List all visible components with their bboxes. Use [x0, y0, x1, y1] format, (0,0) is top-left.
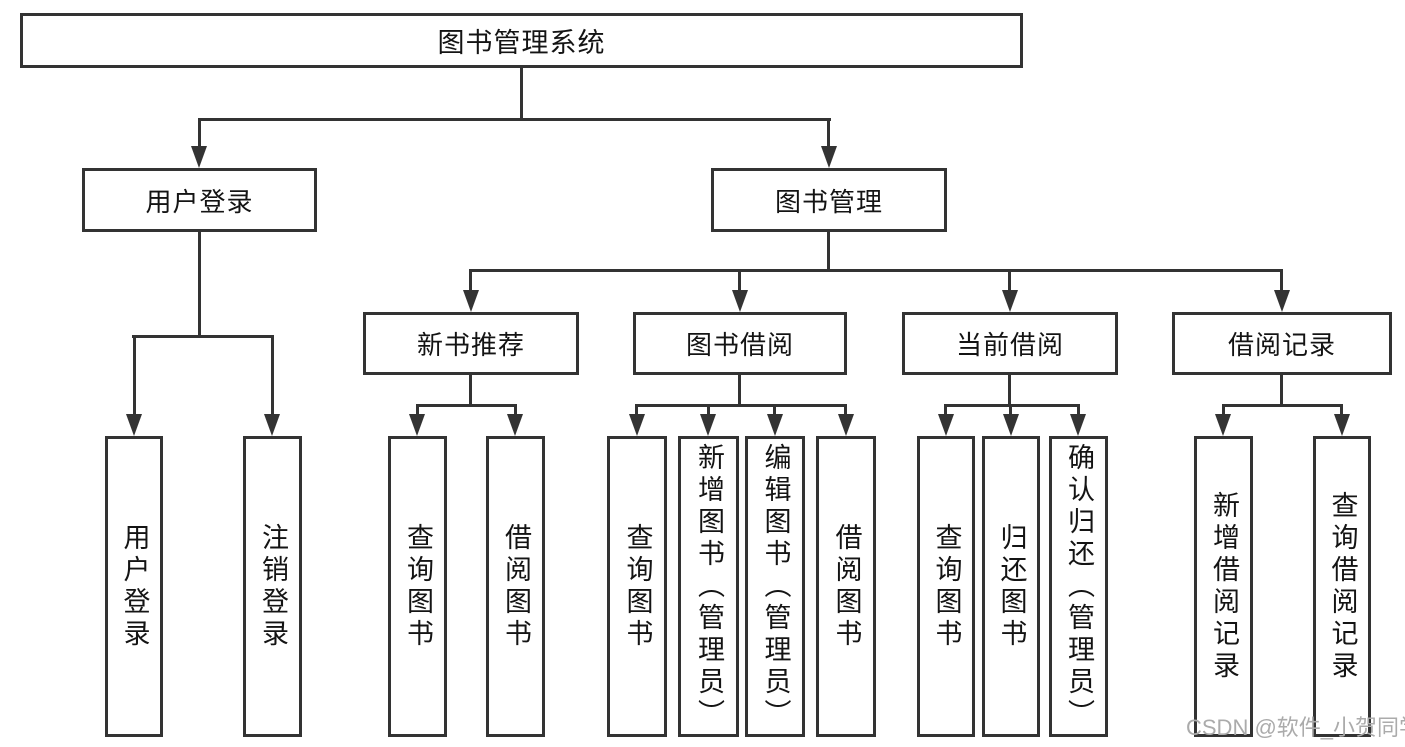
connector-line: [416, 404, 419, 418]
connector-line: [198, 118, 831, 121]
connector-line: [1222, 404, 1342, 407]
csdn-watermark: CSDN @软件_小贺同学: [1186, 715, 1405, 740]
arrow-down-icon: [1070, 414, 1086, 436]
leaf-newbooks-query-books: 查询图书: [388, 436, 447, 737]
leaf-current-confirm-return-admin: 确认归还（管理员）: [1049, 436, 1108, 737]
node-user-login: 用户登录: [82, 168, 317, 232]
arrow-down-icon: [700, 414, 716, 436]
arrow-down-icon: [938, 414, 954, 436]
connector-line: [514, 404, 517, 418]
connector-line: [1280, 269, 1283, 294]
connector-line: [469, 269, 1283, 272]
arrow-down-icon: [629, 414, 645, 436]
leaf-records-add-record: 新增借阅记录: [1194, 436, 1253, 737]
node-new-book-recommendation: 新书推荐: [363, 312, 579, 375]
leaf-borrowing-query-books: 查询图书: [607, 436, 667, 737]
node-current-borrowing: 当前借阅: [902, 312, 1118, 375]
leaf-records-query-record: 查询借阅记录: [1313, 436, 1371, 737]
leaf-current-query-books: 查询图书: [917, 436, 975, 737]
connector-line: [773, 404, 776, 418]
connector-line: [198, 232, 201, 338]
connector-line: [827, 232, 830, 272]
arrow-down-icon: [507, 414, 523, 436]
leaf-borrowing-borrow-books: 借阅图书: [816, 436, 876, 737]
arrow-down-icon: [463, 290, 479, 312]
connector-line: [827, 118, 830, 150]
connector-line: [132, 335, 274, 338]
connector-line: [198, 118, 201, 150]
arrow-down-icon: [264, 414, 280, 436]
leaf-borrowing-edit-book-admin: 编辑图书（管理员）: [745, 436, 805, 737]
arrow-down-icon: [409, 414, 425, 436]
arrow-down-icon: [1274, 290, 1290, 312]
connector-line: [1280, 375, 1283, 407]
connector-line: [1009, 404, 1012, 418]
leaf-borrowing-add-book-admin: 新增图书（管理员）: [678, 436, 739, 737]
connector-line: [738, 269, 741, 294]
connector-line: [1340, 404, 1343, 418]
connector-line: [707, 404, 710, 418]
connector-line: [416, 404, 517, 407]
node-book-borrowing: 图书借阅: [633, 312, 847, 375]
connector-line: [469, 269, 472, 294]
arrow-down-icon: [1215, 414, 1231, 436]
connector-line: [1222, 404, 1225, 418]
connector-line: [1077, 404, 1080, 418]
leaf-logout: 注销登录: [243, 436, 302, 737]
connector-line: [271, 335, 274, 418]
arrow-down-icon: [732, 290, 748, 312]
connector-line: [844, 404, 847, 418]
arrow-down-icon: [191, 146, 207, 168]
connector-line: [520, 68, 523, 121]
node-book-management: 图书管理: [711, 168, 947, 232]
node-library-management-system: 图书管理系统: [20, 13, 1023, 68]
connector-line: [944, 404, 947, 418]
leaf-newbooks-borrow-books: 借阅图书: [486, 436, 545, 737]
node-borrowing-records: 借阅记录: [1172, 312, 1392, 375]
arrow-down-icon: [1003, 414, 1019, 436]
arrow-down-icon: [1334, 414, 1350, 436]
arrow-down-icon: [1002, 290, 1018, 312]
arrow-down-icon: [767, 414, 783, 436]
connector-line: [635, 404, 847, 407]
connector-line: [133, 335, 136, 418]
connector-line: [1008, 269, 1011, 294]
connector-line: [738, 375, 741, 407]
arrow-down-icon: [821, 146, 837, 168]
connector-line: [1008, 375, 1011, 407]
connector-line: [635, 404, 638, 418]
arrow-down-icon: [126, 414, 142, 436]
leaf-current-return-books: 归还图书: [982, 436, 1040, 737]
leaf-user-login: 用户登录: [105, 436, 163, 737]
arrow-down-icon: [838, 414, 854, 436]
connector-line: [469, 375, 472, 407]
